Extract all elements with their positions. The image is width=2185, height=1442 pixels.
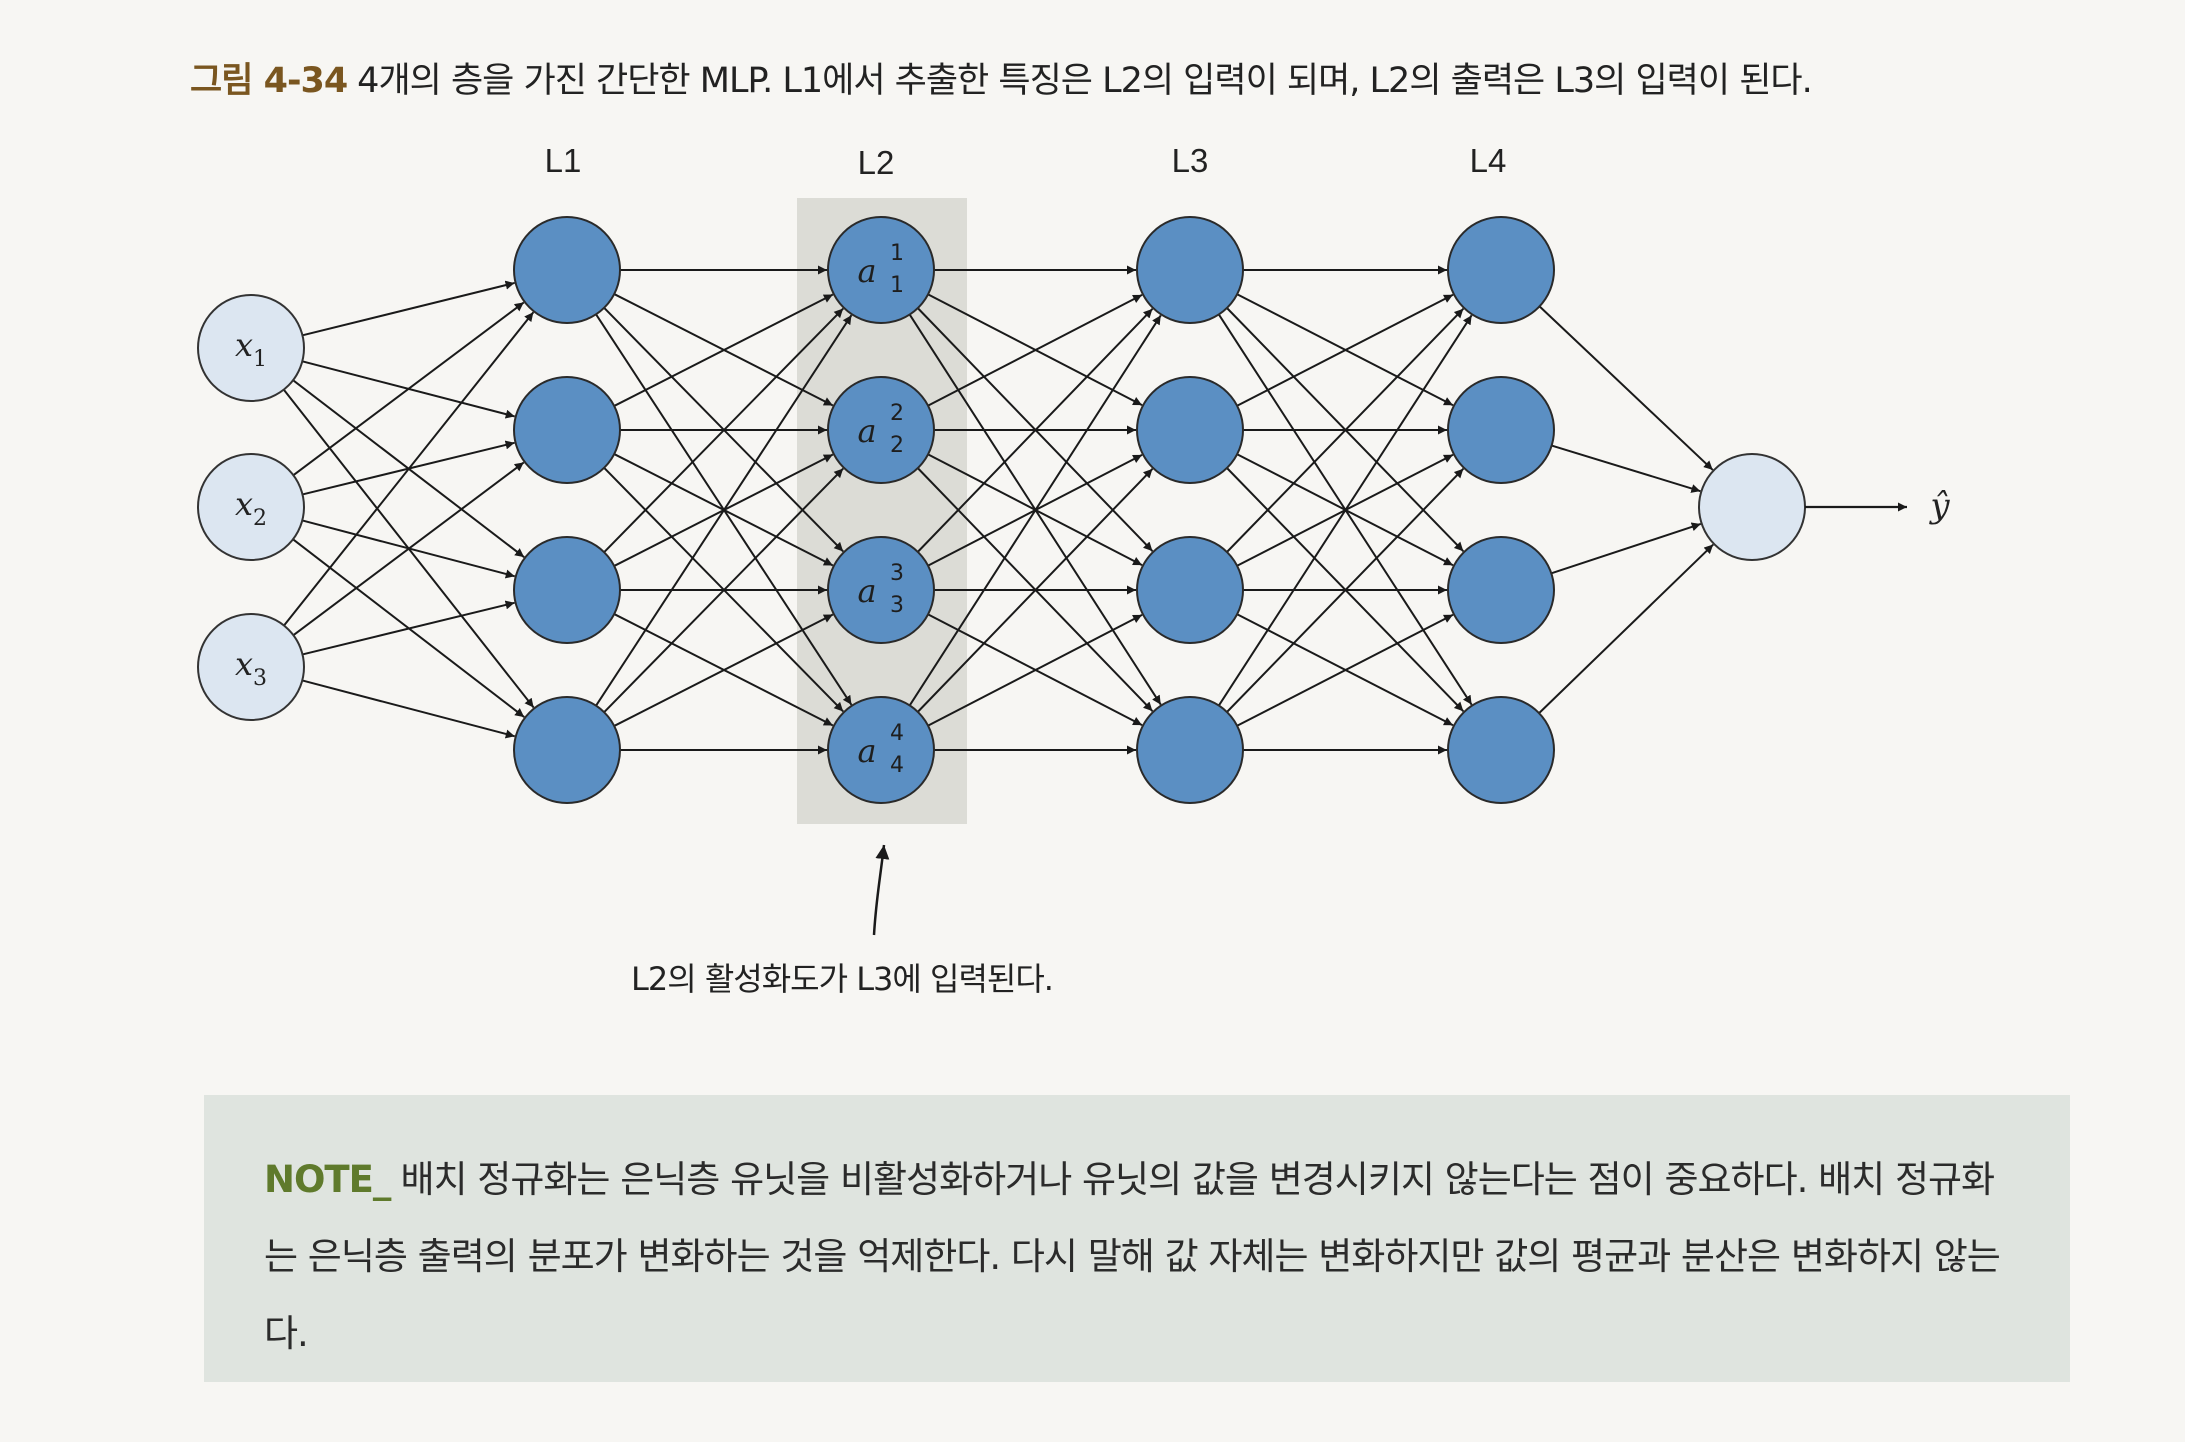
annotation-text: L2의 활성화도가 L3에 입력된다. xyxy=(631,960,1053,998)
svg-text:3: 3 xyxy=(890,561,904,586)
edge-c1-3-1 xyxy=(603,467,844,713)
edge-c1-3-2 xyxy=(613,613,834,727)
layer-label-l3: L3 xyxy=(1172,142,1209,179)
svg-text:1: 1 xyxy=(890,273,904,298)
note-lead: NOTE_ xyxy=(264,1158,391,1201)
annotation-arrow xyxy=(872,844,890,936)
l2-node-3: a 3 3 xyxy=(827,536,935,644)
layer-label-l4: L4 xyxy=(1470,142,1507,179)
input-node-3: x3 xyxy=(197,613,305,721)
svg-text:a: a xyxy=(857,572,876,610)
l1-node-4 xyxy=(513,696,621,804)
l4-node-1 xyxy=(1447,216,1555,324)
svg-text:a: a xyxy=(857,252,876,290)
l2-node-1: a 1 1 xyxy=(827,216,935,324)
edge-c2-1-0 xyxy=(927,293,1143,407)
edge-c0-0-0 xyxy=(302,280,515,337)
edge-c4-2-0 xyxy=(1551,522,1702,575)
layer-label-l1: L1 xyxy=(545,142,582,179)
note-text: 배치 정규화는 은닉층 유닛을 비활성화하거나 유닛의 값을 변경시키지 않는다… xyxy=(264,1158,2001,1355)
input-node-2: x2 xyxy=(197,453,305,561)
svg-text:4: 4 xyxy=(890,753,904,778)
figure-number: 그림 4-34 xyxy=(190,61,348,101)
l2-node-2: a 2 2 xyxy=(827,376,935,484)
l3-node-2 xyxy=(1136,376,1244,484)
output-node xyxy=(1698,453,1806,561)
edge-c1-3-0 xyxy=(595,314,853,707)
edge-c2-3-0 xyxy=(908,314,1162,706)
edge-c2-3-2 xyxy=(927,613,1143,727)
svg-text:3: 3 xyxy=(890,593,904,618)
l3-node-1 xyxy=(1136,216,1244,324)
connections xyxy=(282,265,1714,755)
svg-text:2: 2 xyxy=(890,401,904,426)
edge-c2-2-0 xyxy=(917,308,1154,553)
l4-node-4 xyxy=(1447,696,1555,804)
l3-node-3 xyxy=(1136,536,1244,644)
edge-c4-3-0 xyxy=(1538,543,1714,714)
edge-c0-2-2 xyxy=(302,600,515,656)
l2-node-4: a 4 4 xyxy=(827,696,935,804)
input-node-1: x1 xyxy=(197,294,305,402)
edge-c1-1-0 xyxy=(613,293,834,407)
l1-node-3 xyxy=(513,536,621,644)
edge-c2-3-1 xyxy=(917,468,1154,713)
svg-text:2: 2 xyxy=(890,433,904,458)
edge-c0-2-1 xyxy=(292,461,525,637)
l4-node-3 xyxy=(1447,536,1555,644)
edge-c3-3-2 xyxy=(1236,613,1454,727)
edge-c3-3-1 xyxy=(1226,468,1465,713)
layer-label-l2: L2 xyxy=(858,144,895,181)
svg-text:x3: x3 xyxy=(235,645,267,691)
edge-c3-2-0 xyxy=(1226,308,1465,553)
output-label: ŷ xyxy=(1928,486,1950,526)
svg-text:1: 1 xyxy=(890,241,904,266)
figure-caption-text: 4개의 층을 가진 간단한 MLP. L1에서 추출한 특징은 L2의 입력이 … xyxy=(357,61,1813,101)
l1-node-1 xyxy=(513,216,621,324)
svg-text:4: 4 xyxy=(890,721,904,746)
svg-text:x1: x1 xyxy=(235,326,267,372)
svg-text:a: a xyxy=(857,732,876,770)
edge-c4-1-0 xyxy=(1551,444,1701,493)
edge-c1-2-0 xyxy=(603,307,844,553)
note-box: NOTE_배치 정규화는 은닉층 유닛을 비활성화하거나 유닛의 값을 변경시키… xyxy=(204,1095,2070,1382)
edge-c0-2-0 xyxy=(283,311,535,627)
l4-node-2 xyxy=(1447,376,1555,484)
svg-text:a: a xyxy=(857,412,876,450)
edge-c3-1-0 xyxy=(1236,293,1454,407)
edge-c0-1-0 xyxy=(292,301,525,477)
l1-node-2 xyxy=(513,376,621,484)
edge-c3-3-0 xyxy=(1217,314,1473,707)
svg-text:x2: x2 xyxy=(235,485,267,531)
edge-c0-2-3 xyxy=(302,679,516,739)
l3-node-4 xyxy=(1136,696,1244,804)
edge-c4-0-0 xyxy=(1538,305,1714,471)
